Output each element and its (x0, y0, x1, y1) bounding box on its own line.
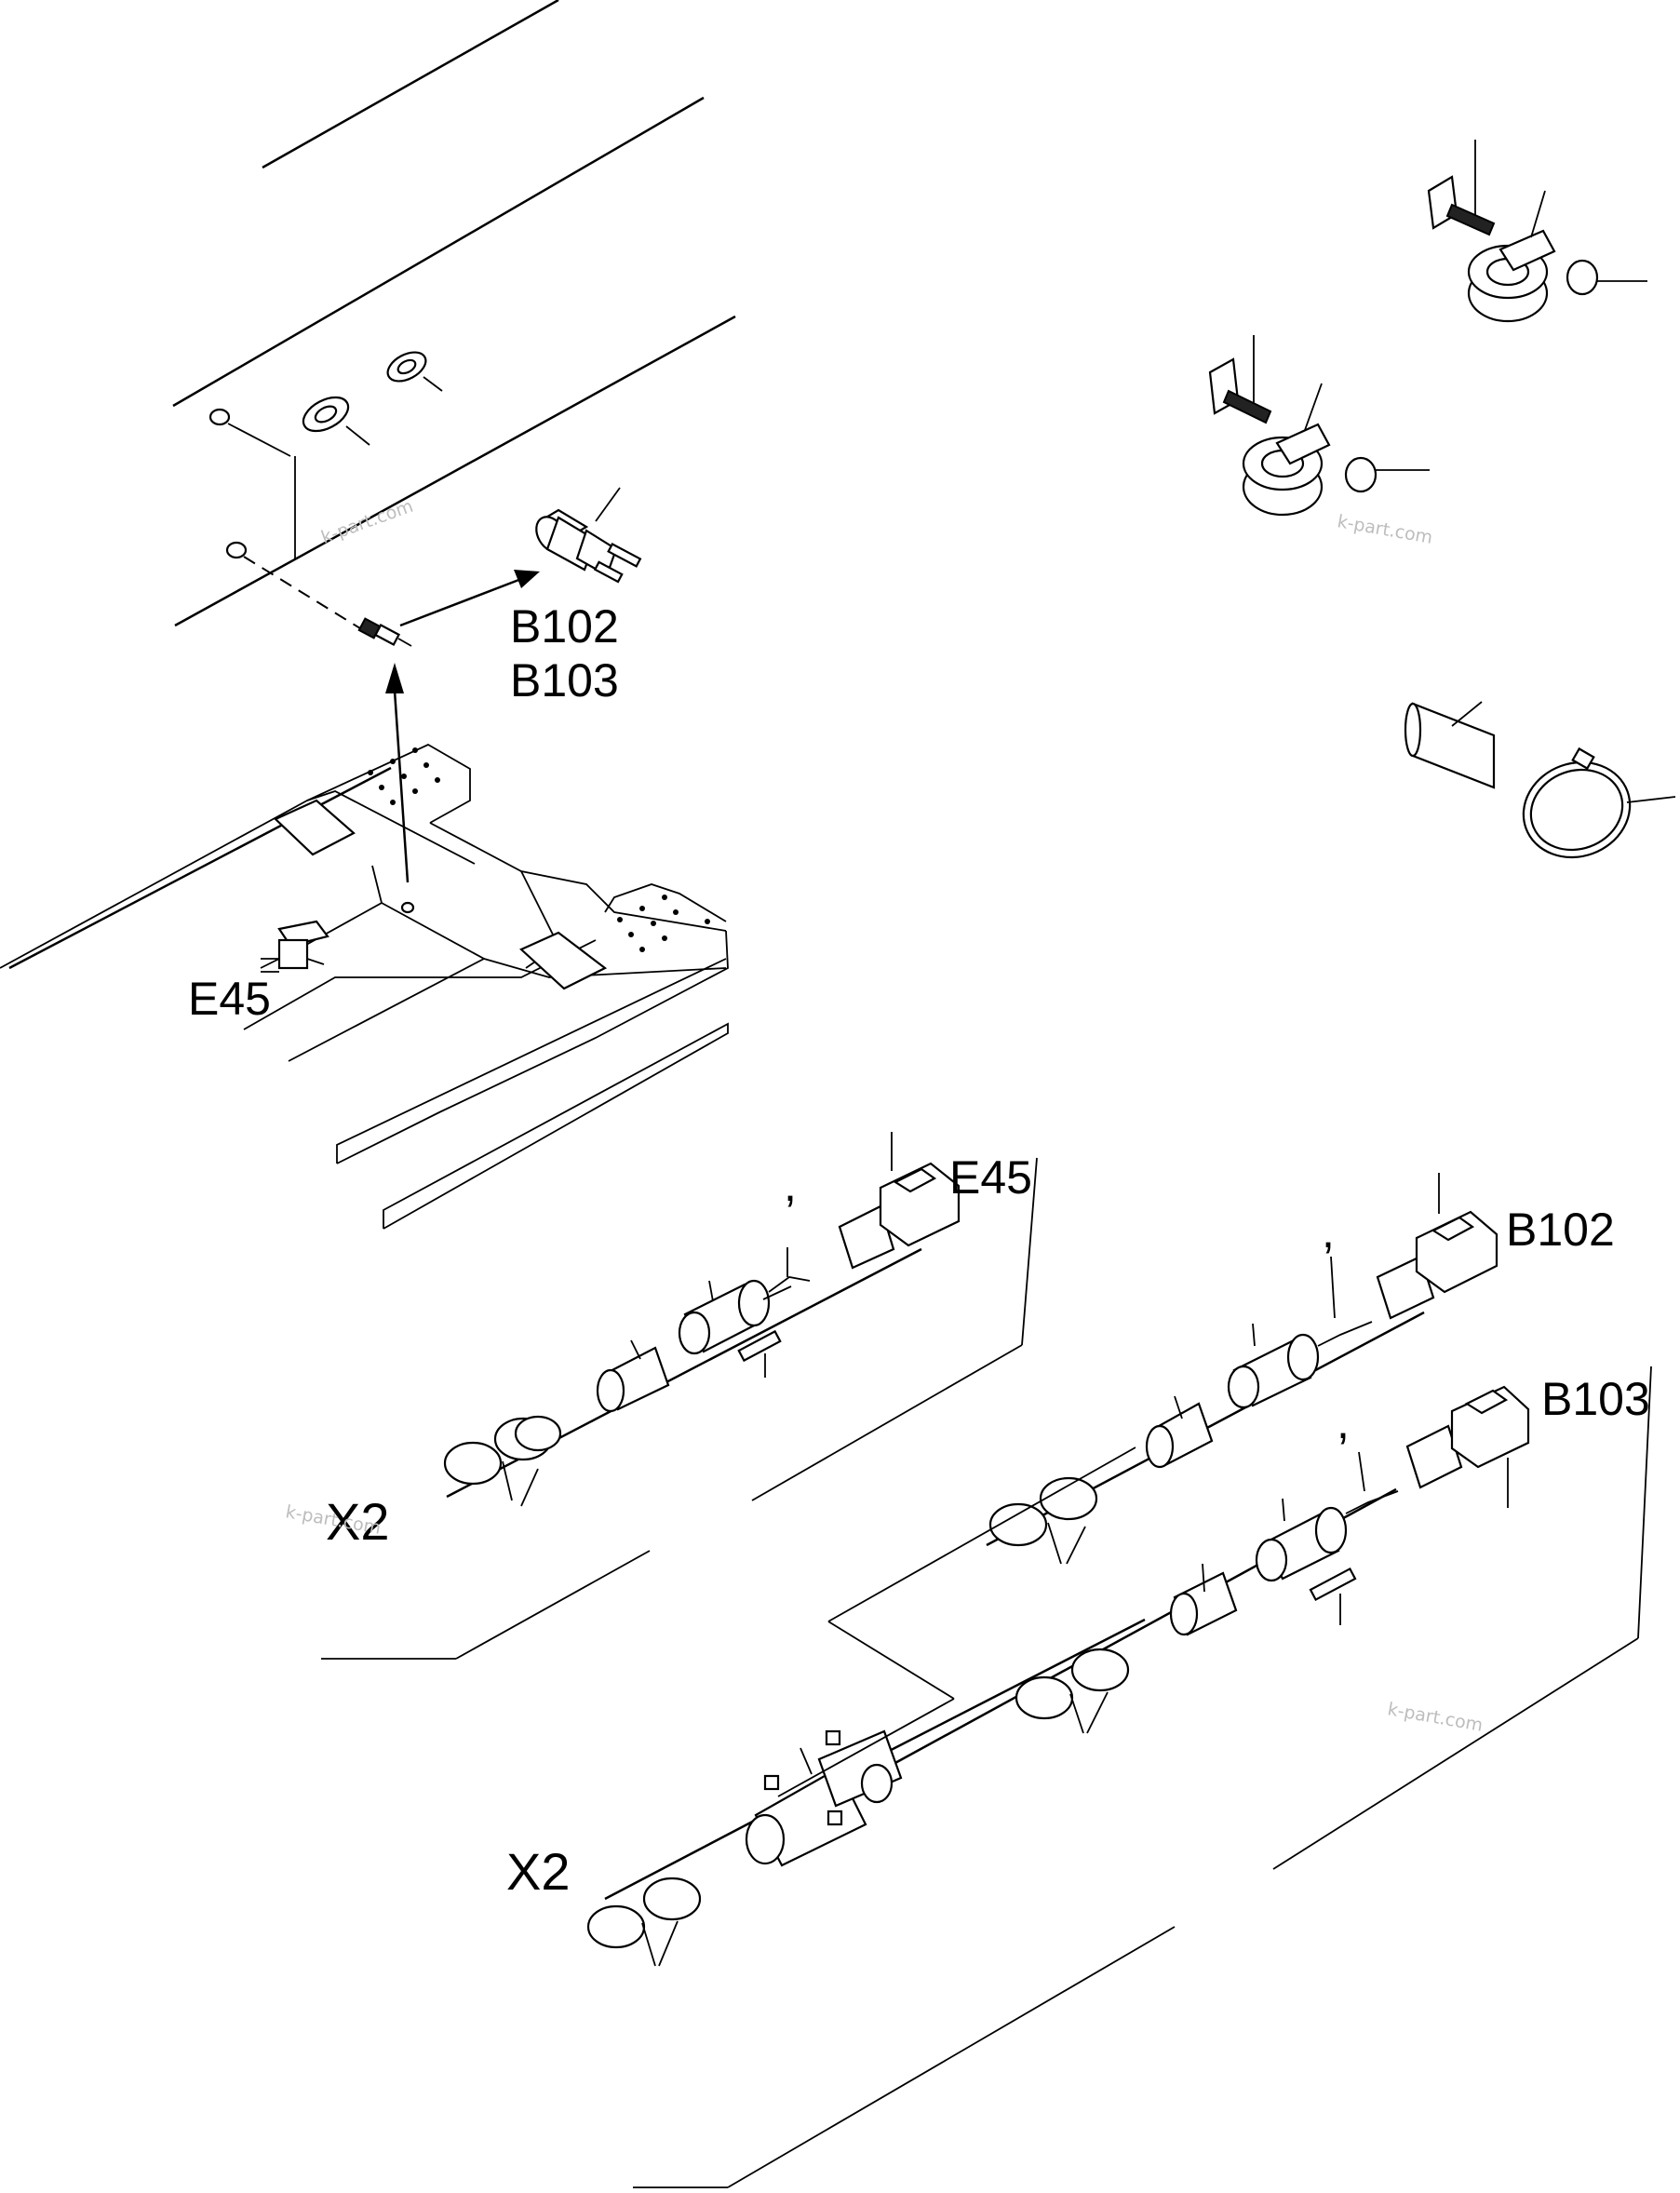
harness-b102-b103 (586, 1173, 1530, 1967)
sender-assembly (243, 556, 540, 883)
watermark: k-part.com (318, 496, 416, 548)
bellows-boot-icon (1015, 1648, 1130, 1734)
pressure-switch-icon (535, 487, 642, 584)
frame-rail-outline (8, 0, 736, 970)
pipe-clamp-icon (1427, 140, 1647, 323)
cable-tie-icon (1522, 747, 1676, 859)
electrical-connector-icon (1376, 1173, 1499, 1320)
label-e45-harness: E45 (949, 1151, 1032, 1204)
tape-roll-icon (1404, 701, 1496, 789)
bellows-boot-icon (443, 1415, 562, 1507)
harness-e45 (443, 1132, 961, 1507)
label-comma-2: , (1322, 1205, 1335, 1258)
label-b103-top: B103 (510, 654, 619, 706)
grommet-icon (1169, 1563, 1238, 1636)
y-junction-icon (745, 1729, 903, 1867)
watermark: k-part.com (1386, 1699, 1485, 1736)
bellows-boot-icon (988, 1476, 1098, 1565)
label-b103-harness: B103 (1541, 1373, 1650, 1425)
electrical-connector-icon (1405, 1385, 1530, 1508)
label-b102-harness: B102 (1506, 1204, 1615, 1256)
label-x2-upper: X2 (326, 1492, 390, 1551)
label-comma-3: , (1337, 1396, 1350, 1448)
grommet-icon (1145, 1395, 1214, 1469)
rail-washers (208, 351, 443, 559)
pipe-clamp-icon (1208, 335, 1430, 517)
bellows-boot-icon (586, 1877, 702, 1967)
connector-nut-icon (678, 1279, 782, 1378)
section-lines (321, 1157, 1652, 2188)
label-x2-lower: X2 (506, 1842, 571, 1901)
e45-switch-icon (261, 920, 329, 973)
label-comma-1: , (784, 1159, 797, 1211)
label-e45-frame: E45 (188, 973, 271, 1025)
chassis-frame (0, 743, 729, 1230)
electrical-connector-icon (838, 1132, 961, 1270)
watermark: k-part.com (1336, 511, 1434, 548)
grommet-icon (596, 1339, 670, 1413)
connector-nut-icon (1227, 1323, 1320, 1409)
label-b102-top: B102 (510, 600, 619, 653)
connector-nut-icon (1255, 1498, 1357, 1625)
labels: B102 B103 E45 E45 B102 B103 X2 X2 , , , (188, 600, 1650, 1901)
